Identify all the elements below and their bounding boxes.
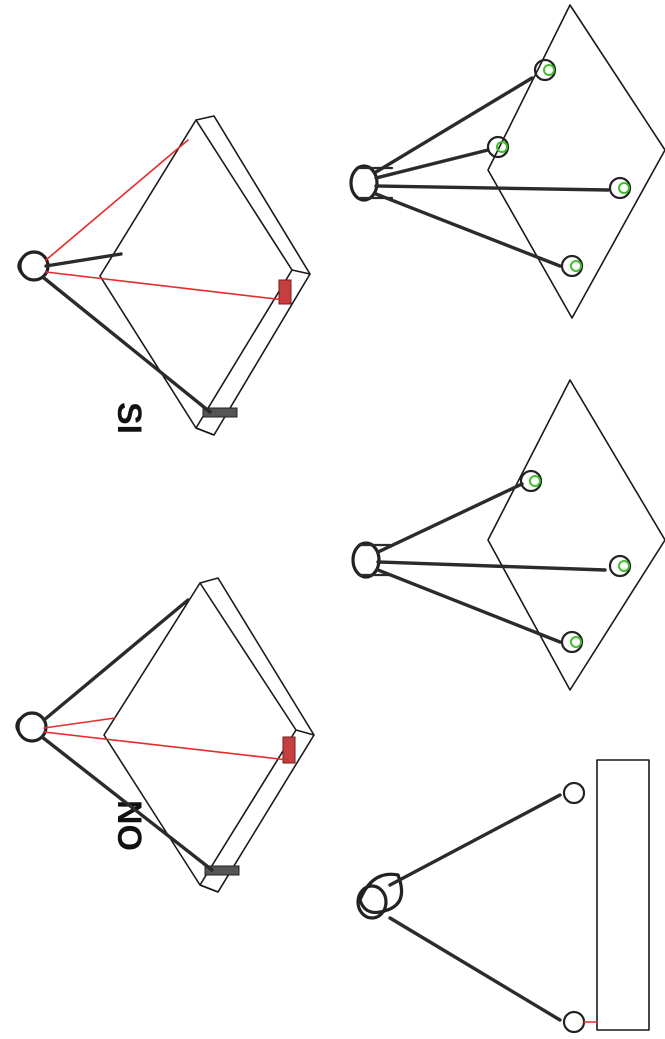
clamp-bad xyxy=(278,279,292,305)
panel-no xyxy=(15,577,315,893)
sling-leg xyxy=(44,252,123,268)
hook-icon xyxy=(562,781,586,805)
clamp xyxy=(202,407,238,418)
master-link-icon xyxy=(349,164,379,202)
panel-si xyxy=(17,115,311,436)
sling-leg xyxy=(374,76,534,174)
clamp xyxy=(204,865,240,876)
slab-thickness-right xyxy=(199,577,315,893)
sling-leg xyxy=(374,184,610,192)
sling-leg xyxy=(42,276,212,414)
sling-leg xyxy=(42,598,190,722)
master-link-icon xyxy=(358,872,404,915)
panel-two-leg xyxy=(356,759,650,1034)
label-si: SI xyxy=(110,402,148,434)
panel-four-leg xyxy=(349,4,665,319)
slab-thickness-bottom xyxy=(295,729,315,736)
master-link-icon xyxy=(351,541,381,579)
load-plate xyxy=(487,379,665,691)
label-no: NO xyxy=(110,800,148,851)
sling-leg-incorrect xyxy=(43,731,289,761)
sling-leg xyxy=(374,148,490,180)
sling-leg xyxy=(376,568,562,644)
load-plate xyxy=(487,4,665,319)
sling-leg xyxy=(388,793,562,887)
slab-thickness-right xyxy=(195,115,311,436)
sling-leg-incorrect xyxy=(45,139,189,261)
slab-top-face xyxy=(99,119,293,429)
load-beam xyxy=(596,759,650,1031)
sling-leg xyxy=(376,482,524,554)
sling-leg xyxy=(376,560,607,572)
sling-leg-incorrect xyxy=(45,271,285,301)
sling-leg xyxy=(40,735,214,872)
sling-leg xyxy=(374,192,562,268)
sling-leg-incorrect xyxy=(43,717,116,729)
hook-icon xyxy=(562,1010,586,1034)
panel-three-leg xyxy=(351,379,665,691)
sling-leg xyxy=(388,916,562,1022)
crane-hook-icon xyxy=(18,250,50,282)
clamp-bad xyxy=(282,736,296,764)
